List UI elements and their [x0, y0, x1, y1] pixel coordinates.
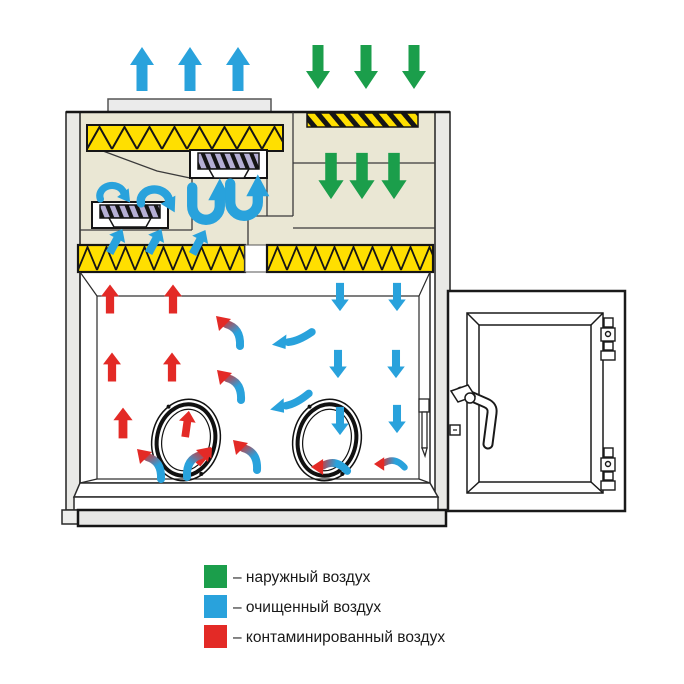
- pre-filter: [306, 112, 419, 128]
- contaminated-up-arrow: [164, 284, 182, 314]
- intake-air-arrows: [306, 45, 426, 89]
- left-foot: [61, 509, 79, 525]
- fan-lower: [91, 201, 169, 229]
- door-hinge-bottom: [600, 447, 616, 491]
- clean-air-down-arrow: [387, 349, 405, 379]
- chamber-clean-air-arrows: [329, 282, 406, 436]
- contaminated-up-arrow: [163, 352, 181, 382]
- clean-air-swoosh-left: [272, 332, 312, 349]
- contaminated-up-arrow: [103, 352, 121, 382]
- side-door: [446, 289, 627, 513]
- legend-label-clean-air: – очищенный воздух: [233, 599, 381, 616]
- legend-item-clean-air: – очищенный воздух: [204, 595, 381, 618]
- legend-swatch-outside-air: [204, 565, 227, 588]
- cabinet-base: [61, 482, 448, 528]
- contaminated-up-arrow: [101, 284, 119, 314]
- clean-air-down-arrow: [329, 349, 347, 379]
- legend-swatch-contaminated-air: [204, 625, 227, 648]
- clean-air-up-arrow: [226, 47, 250, 91]
- fan-upper: [189, 149, 268, 179]
- hepa-filter-downflow: [76, 243, 435, 274]
- contaminated-air-arrows: [101, 284, 218, 469]
- chamber-back-wall: [96, 295, 420, 480]
- glove-port-right: [291, 398, 363, 482]
- clean-air-up-arrow: [178, 47, 202, 91]
- door-hinge-top: [600, 317, 616, 361]
- mixing-arrow-up-left: [216, 316, 240, 346]
- work-surface: [72, 482, 440, 498]
- hepa-filter-exhaust: [86, 124, 284, 152]
- mixing-arrow-up-left: [233, 440, 257, 470]
- filter-gap: [244, 244, 268, 273]
- mixing-arrow-left: [374, 450, 405, 481]
- clean-air-down-arrow: [388, 282, 406, 312]
- contaminated-up-arrow: [176, 409, 198, 439]
- glove-port-left: [150, 398, 222, 482]
- mixing-arrow-up-left: [217, 370, 241, 400]
- outside-air-down-arrow: [402, 45, 426, 89]
- right-chamber-air-arrows: [318, 152, 407, 200]
- legend-swatch-clean-air: [204, 595, 227, 618]
- legend-label-contaminated-air: – контаминированный воздух: [233, 629, 445, 646]
- outside-air-down-arrow: [354, 45, 378, 89]
- door-handle: [449, 384, 498, 450]
- clean-air-up-arrow: [130, 47, 154, 91]
- base-plinth: [76, 508, 448, 528]
- left-column: [65, 111, 81, 511]
- mixing-arrow-left: [311, 451, 347, 487]
- outside-air-down-arrow: [306, 45, 330, 89]
- exhaust-air-arrows: [130, 47, 250, 91]
- clean-air-down-arrow: [388, 404, 406, 434]
- legend-item-outside-air: – наружный воздух: [204, 565, 371, 588]
- chamber-latch: [418, 398, 430, 459]
- contaminated-up-arrow: [113, 407, 133, 439]
- legend: – наружный воздух – очищенный воздух – к…: [204, 565, 445, 648]
- legend-item-contaminated-air: – контаминированный воздух: [204, 625, 445, 648]
- plenum-duct-lines: [80, 112, 435, 245]
- legend-label-outside-air: – наружный воздух: [233, 569, 371, 586]
- clean-air-down-arrow: [331, 282, 349, 312]
